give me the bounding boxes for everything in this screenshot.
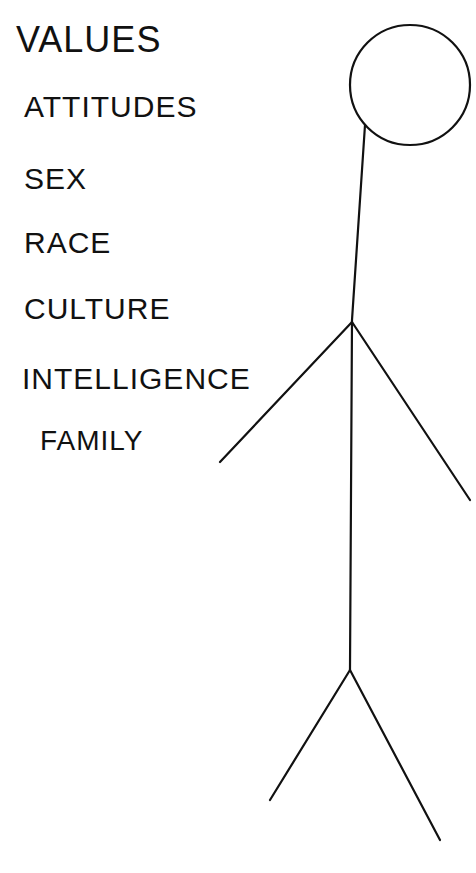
- figure-label: FAMILY: [38, 426, 146, 457]
- figure-label: INTELLIGENCE: [20, 362, 253, 395]
- figure-label: CULTURE: [22, 292, 172, 325]
- figure-label: VALUES: [14, 20, 163, 60]
- figure-label: ATTITUDES: [22, 90, 199, 123]
- figure-label: RACE: [22, 226, 113, 259]
- right-arm: [352, 322, 470, 500]
- figure-label: SEX: [22, 162, 89, 195]
- right-leg: [350, 670, 440, 840]
- head-circle: [350, 25, 470, 145]
- body-line: [350, 125, 365, 670]
- left-leg: [270, 670, 350, 800]
